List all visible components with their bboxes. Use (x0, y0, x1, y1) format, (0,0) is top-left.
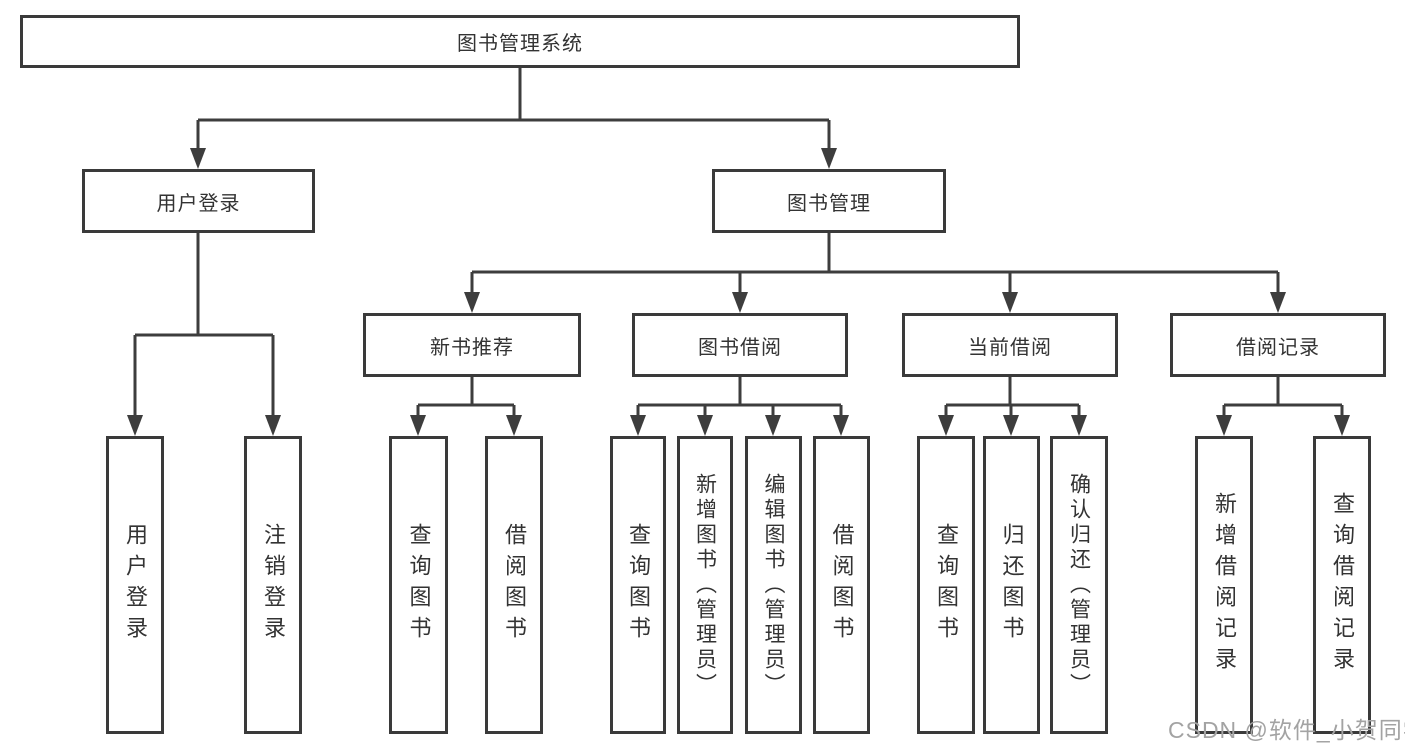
node-label: 图书管理系统 (457, 33, 583, 55)
connector-current-borrowing-branch (938, 377, 1087, 436)
node-user-login: 用户登录 (82, 169, 315, 233)
node-label: 新书推荐 (430, 336, 514, 359)
node-library-management-system: 图书管理系统 (20, 15, 1020, 68)
node-label: 图书借阅 (698, 336, 782, 359)
leaf-nbr-borrow-books: 借阅图书 (485, 436, 543, 734)
leaf-bb-borrow-books: 借阅图书 (813, 436, 870, 734)
leaf-label: 新增借阅记录 (1212, 492, 1237, 678)
leaf-label: 确认归还（管理员） (1067, 472, 1091, 698)
connector-borrowing-records-branch (1216, 377, 1350, 436)
node-book-management: 图书管理 (712, 169, 946, 233)
connector-root-branch (190, 68, 837, 169)
leaf-label: 查询图书 (626, 523, 651, 647)
node-new-book-recommend: 新书推荐 (363, 313, 581, 377)
connector-new-book-recommend-branch (410, 377, 522, 436)
node-label: 借阅记录 (1236, 336, 1320, 359)
leaf-bb-query-books: 查询图书 (610, 436, 666, 734)
leaf-bb-add-books-admin: 新增图书（管理员） (677, 436, 733, 734)
connector-book-management-branch (464, 233, 1286, 313)
node-label: 用户登录 (156, 192, 241, 215)
leaf-br-add-record: 新增借阅记录 (1195, 436, 1253, 734)
leaf-label: 新增图书（管理员） (693, 472, 717, 698)
leaf-label: 借阅图书 (829, 523, 855, 647)
leaf-user-login: 用户登录 (106, 436, 164, 734)
leaf-cb-confirm-return-admin: 确认归还（管理员） (1050, 436, 1108, 734)
leaf-label: 归还图书 (999, 523, 1025, 647)
leaf-cb-return-books: 归还图书 (983, 436, 1040, 734)
node-current-borrowing: 当前借阅 (902, 313, 1118, 377)
leaf-br-query-record: 查询借阅记录 (1313, 436, 1371, 734)
leaf-nbr-query-books: 查询图书 (389, 436, 448, 734)
connector-book-borrowing-branch (630, 377, 849, 436)
leaf-label: 借阅图书 (502, 523, 527, 647)
leaf-label: 注销登录 (261, 523, 286, 647)
leaf-label: 用户登录 (123, 523, 148, 647)
leaf-label: 查询借阅记录 (1330, 492, 1355, 678)
leaf-label: 查询图书 (934, 523, 959, 647)
node-label: 图书管理 (787, 192, 871, 215)
node-label: 当前借阅 (968, 336, 1052, 359)
leaf-cb-query-books: 查询图书 (917, 436, 975, 734)
leaf-bb-edit-books-admin: 编辑图书（管理员） (745, 436, 802, 734)
connector-user-login-branch (127, 233, 281, 436)
node-borrowing-records: 借阅记录 (1170, 313, 1386, 377)
leaf-logout-login: 注销登录 (244, 436, 302, 734)
node-book-borrowing: 图书借阅 (632, 313, 848, 377)
leaf-label: 查询图书 (406, 523, 432, 647)
watermark: CSDN @软件_小贺同学 (1168, 717, 1405, 743)
leaf-label: 编辑图书（管理员） (762, 472, 785, 698)
